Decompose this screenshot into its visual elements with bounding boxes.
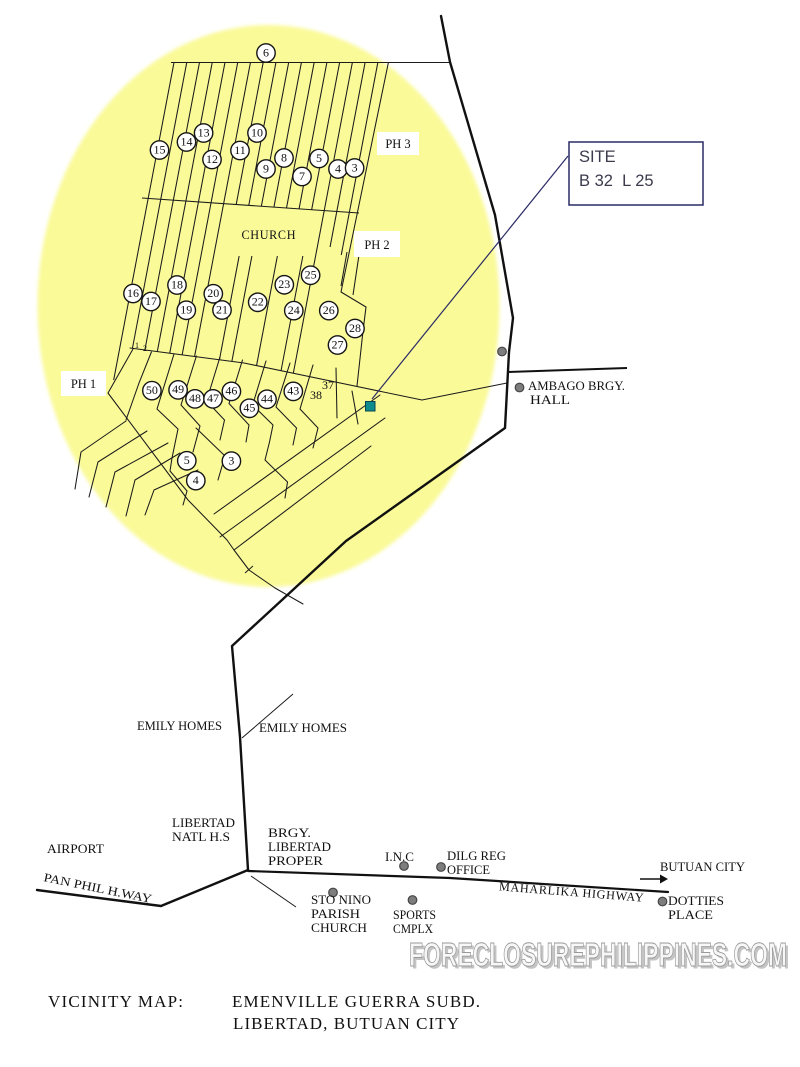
svg-text:14: 14 [181,134,193,148]
svg-text:DILG REG: DILG REG [447,849,506,863]
svg-text:21: 21 [216,302,228,316]
svg-text:48: 48 [189,391,201,405]
svg-text:VICINITY MAP:: VICINITY MAP: [48,992,183,1011]
svg-text:SPORTS: SPORTS [393,908,436,922]
svg-text:AMBAGO BRGY.: AMBAGO BRGY. [528,379,625,393]
svg-text:46: 46 [225,384,237,398]
svg-text:PH 3: PH 3 [385,137,410,151]
svg-text:19: 19 [180,303,192,317]
svg-text:2: 2 [143,344,147,353]
svg-text:7: 7 [299,169,305,183]
svg-text:LIBERTAD: LIBERTAD [268,840,331,854]
svg-text:45: 45 [243,401,255,415]
svg-text:CMPLX: CMPLX [393,922,433,936]
svg-text:BUTUAN CITY: BUTUAN CITY [660,860,745,874]
svg-text:B 32 L 25: B 32 L 25 [579,172,654,190]
svg-text:OFFICE: OFFICE [447,863,490,877]
svg-text:28: 28 [349,321,361,335]
svg-text:PARISH: PARISH [311,907,360,921]
svg-text:26: 26 [323,303,335,317]
svg-text:LIBERTAD: LIBERTAD [172,816,235,830]
svg-text:PROPER: PROPER [268,854,324,868]
svg-text:25: 25 [305,268,317,282]
svg-text:18: 18 [171,277,183,291]
svg-text:NATL H.S: NATL H.S [172,830,230,844]
svg-text:BRGY.: BRGY. [268,826,311,840]
svg-text:PLACE: PLACE [668,908,713,922]
svg-text:4: 4 [193,473,199,487]
svg-text:CHURCH: CHURCH [311,921,367,935]
svg-text:PH 2: PH 2 [364,238,389,252]
svg-text:LIBERTAD, BUTUAN CITY: LIBERTAD, BUTUAN CITY [233,1014,459,1033]
svg-text:47: 47 [207,391,219,405]
svg-text:STO NINO: STO NINO [311,893,371,907]
svg-text:CHURCH: CHURCH [242,228,296,242]
svg-text:20: 20 [207,286,219,300]
svg-text:22: 22 [252,295,264,309]
svg-text:50: 50 [146,383,158,397]
svg-text:EMILY HOMES: EMILY HOMES [259,721,347,735]
svg-text:EMENVILLE GUERRA SUBD.: EMENVILLE GUERRA SUBD. [232,992,480,1011]
svg-text:3: 3 [352,160,358,174]
svg-text:49: 49 [172,382,184,396]
svg-text:9: 9 [263,161,269,175]
svg-text:SITE: SITE [579,148,616,166]
svg-text:EMILY HOMES: EMILY HOMES [137,719,222,733]
svg-text:13: 13 [198,125,210,139]
svg-text:HALL: HALL [530,393,570,407]
svg-text:DOTTIES: DOTTIES [668,894,724,908]
svg-text:15: 15 [154,142,166,156]
svg-text:37: 37 [322,378,334,392]
svg-text:23: 23 [278,277,290,291]
svg-text:6: 6 [263,45,269,59]
svg-text:12: 12 [206,152,218,166]
svg-text:16: 16 [127,286,139,300]
svg-text:5: 5 [184,453,190,467]
svg-text:10: 10 [251,125,263,139]
svg-text:44: 44 [261,392,273,406]
svg-text:38: 38 [310,388,322,402]
svg-text:11: 11 [234,143,246,157]
svg-text:27: 27 [332,337,344,351]
svg-text:17: 17 [145,294,157,308]
svg-text:8: 8 [281,150,287,164]
svg-text:FORECLOSUREPHILIPPINES.COM: FORECLOSUREPHILIPPINES.COM [412,939,790,976]
svg-text:I.N.C: I.N.C [385,850,414,864]
svg-text:FORECLOSUREPHILIPPINES.COM: FORECLOSUREPHILIPPINES.COM [409,936,787,973]
svg-text:1: 1 [135,341,139,350]
svg-text:PH 1: PH 1 [71,377,96,391]
svg-text:AIRPORT: AIRPORT [47,842,105,856]
svg-text:4: 4 [335,161,341,175]
svg-text:43: 43 [287,384,299,398]
svg-text:24: 24 [288,303,300,317]
svg-text:5: 5 [316,151,322,165]
svg-text:3: 3 [228,453,234,467]
